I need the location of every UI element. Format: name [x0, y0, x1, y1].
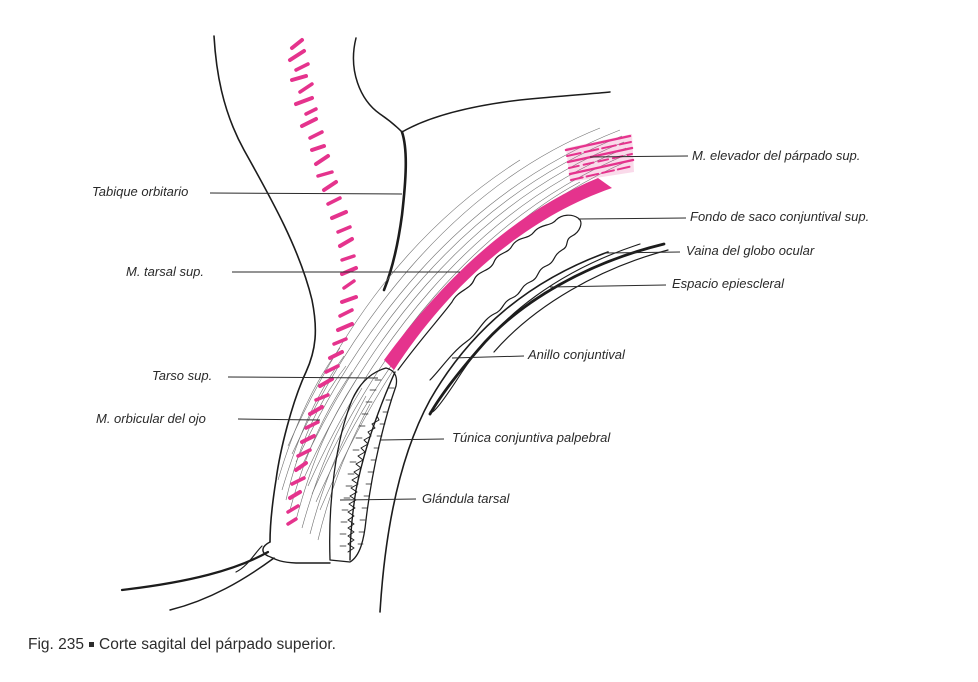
label-septum: Tabique orbitario	[92, 184, 188, 199]
caption-number: Fig. 235	[28, 636, 85, 653]
caption-text: Corte sagital del párpado superior.	[99, 636, 336, 653]
figure-caption: Fig. 235 Corte sagital del párpado superi…	[28, 636, 336, 654]
conjunctival-fornix	[397, 214, 582, 381]
label-fornix: Fondo de saco conjuntival sup.	[690, 209, 869, 224]
tarsus	[329, 367, 398, 563]
superior-tarsal-muscle	[384, 178, 612, 370]
label-tarsus: Tarso sup.	[152, 368, 212, 383]
orbicularis-muscle	[286, 38, 358, 526]
labels: M. elevador del párpado sup. Fondo de sa…	[92, 148, 869, 506]
label-sheath: Vaina del globo ocular	[686, 243, 815, 258]
label-gland: Glándula tarsal	[422, 491, 511, 506]
label-episcleral: Espacio epiescleral	[672, 276, 785, 291]
levator-muscle	[564, 134, 635, 182]
caption-bullet	[89, 641, 95, 647]
label-levator: M. elevador del párpado sup.	[692, 148, 860, 163]
label-orbicularis: M. orbicular del ojo	[96, 411, 206, 426]
leader-lines	[209, 155, 689, 501]
eyelid-outline	[120, 35, 669, 613]
label-tarsal-muscle: M. tarsal sup.	[126, 264, 204, 279]
label-ring: Anillo conjuntival	[527, 347, 626, 362]
label-conjunctiva: Túnica conjuntiva palpebral	[452, 430, 611, 445]
